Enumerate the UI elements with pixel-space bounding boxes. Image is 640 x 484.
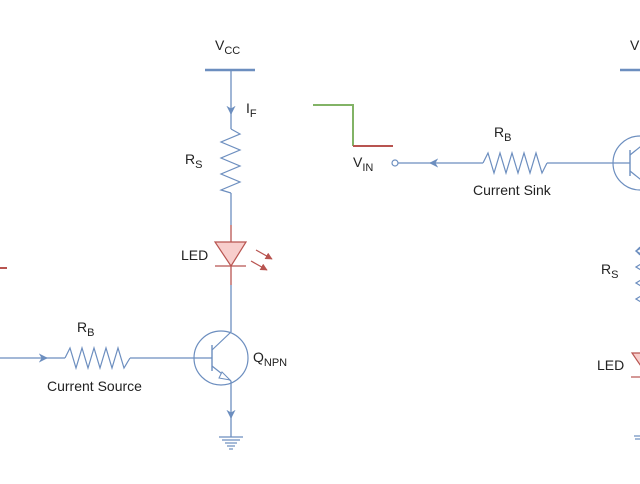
led-symbol-right [630,352,640,366]
if-label: IF [246,100,257,120]
resistor-rb-sink [482,150,548,176]
ground-icon [219,436,243,450]
light-ray [255,249,273,260]
led-label: LED [181,247,209,263]
qnpn-label: QNPN [253,349,288,369]
vin-terminal [391,159,399,167]
rb-label-sink: RB [494,124,512,144]
resistor-rb [64,345,131,371]
vcc-label-right: V [630,37,640,53]
resistor-rs-right-zigzag [634,247,640,303]
input-pulse-high [313,104,354,146]
led-symbol [213,241,248,268]
vcc-label: VCC [215,37,241,57]
vin-label: VIN [353,154,374,174]
npn-transistor [193,330,249,386]
led-label-right: LED [597,357,625,373]
light-ray [250,260,268,271]
ground-icon-right [634,435,640,440]
rs-label-right: RS [601,261,619,281]
current-sink-caption: Current Sink [473,182,551,198]
rb-label: RB [77,319,95,339]
current-source-caption: Current Source [47,378,142,394]
resistor-rs [219,128,242,194]
rs-label: RS [185,151,203,171]
pnp-transistor [612,135,640,191]
